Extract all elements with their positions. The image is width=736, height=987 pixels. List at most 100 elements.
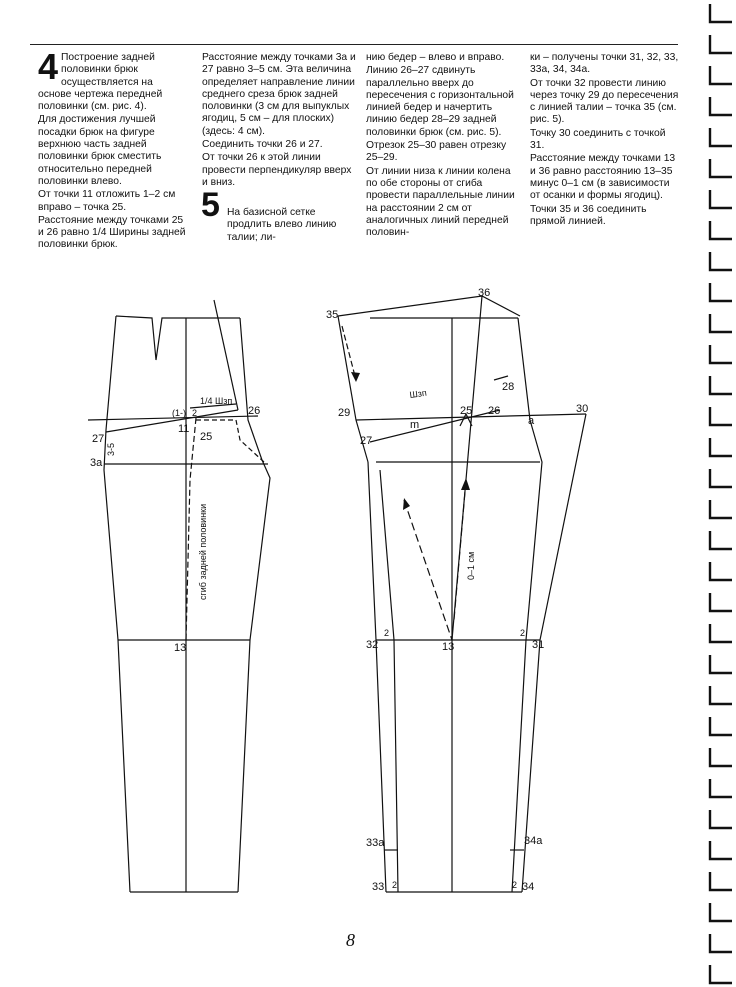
spiral-loop (708, 35, 732, 55)
fig5-dashed-m (403, 499, 453, 641)
fig5-label-36: 36 (478, 287, 490, 299)
fig4-dashed-inner (185, 417, 197, 641)
fig5-front-right (511, 317, 543, 893)
spiral-loop (708, 934, 732, 954)
paragraph: От точки 11 отложить 1–2 см вправо – точ… (38, 189, 176, 213)
fig5-label-2-left: 2 (384, 628, 389, 638)
fig5-mark-28 (493, 375, 509, 381)
fig4-label-minus: (1-) (172, 408, 186, 418)
fig5-label-a: a (528, 415, 535, 427)
arrowhead-icon (403, 498, 410, 510)
paragraph: Линию 26–27 сдвинуть параллельно вверх д… (366, 65, 514, 138)
paragraph: От точки 32 провести линию через точку 2… (530, 77, 679, 126)
paragraph: Точки 35 и 36 соединить прямой линией. (530, 203, 647, 227)
fig4-label-25: 25 (200, 431, 212, 443)
fig4-dashed-seat (196, 419, 265, 463)
spiral-loop (708, 531, 732, 551)
paragraph: Расстояние между точками 3а и 27 равно 3… (202, 52, 356, 137)
fig5-label-30: 30 (576, 403, 588, 415)
fig5-label-31: 31 (532, 639, 544, 651)
text-column-2: Расстояние между точками 3а и 27 равно 3… (202, 52, 356, 190)
text-column-4: ки – получены точки 31, 32, 33, 33а, 34,… (530, 52, 680, 229)
spiral-loop (708, 407, 732, 427)
fig5-label-27: 27 (360, 435, 372, 447)
spiral-loop (708, 500, 732, 520)
spiral-loop (708, 810, 732, 830)
figure-4-trouser-pattern (87, 299, 271, 893)
spiral-loop (708, 159, 732, 179)
fig4-fold-label: сгиб задней половинки (198, 504, 208, 600)
fig4-hip-line (87, 415, 259, 421)
spiral-loop (708, 438, 732, 458)
spiral-loop (708, 128, 732, 148)
paragraph: Для достижения лучшей посадки брюк на фи… (38, 114, 162, 187)
fig5-label-13: 13 (442, 641, 454, 653)
fig4-label-11: 11 (178, 423, 189, 435)
spiral-loop (708, 717, 732, 737)
fig5-label-33a: 33а (366, 837, 385, 849)
spiral-loop (708, 655, 732, 675)
spiral-binding (708, 4, 732, 985)
spiral-loop (708, 4, 732, 24)
fig5-label-shift: 0–1 см (466, 552, 476, 580)
spiral-loop (708, 965, 732, 985)
figure-5-labels: 35 36 28 29 25 26 30 27 32 13 31 33а 34а… (326, 287, 588, 893)
fig4-label-quarter: 1/4 Шзп (200, 396, 232, 406)
spiral-loop (708, 376, 732, 396)
step-number-5: 5 (201, 186, 220, 224)
fig4-label-13: 13 (174, 642, 186, 654)
fig4-left-outline (103, 315, 131, 893)
spiral-loop (708, 252, 732, 272)
arrowhead-icon (351, 372, 360, 382)
paragraph: Точку 30 соединить с точкой 31. (530, 127, 666, 152)
fig4-right-outline (237, 317, 271, 893)
paragraph: Соединить точки 26 и 27. (202, 139, 323, 151)
step5-text: На базисной сетке продлить влево линию т… (227, 207, 337, 243)
fig5-front-left (379, 469, 399, 893)
fig5-label-2-hem-right: 2 (512, 880, 517, 890)
fig5-label-32: 32 (366, 639, 378, 651)
header-rule (30, 44, 678, 45)
paragraph: Отрезок 25–30 равен отрезку 25–29. (366, 140, 507, 164)
spiral-loop (708, 469, 732, 489)
figure-5-trouser-pattern (337, 295, 587, 893)
fig4-back-rise (213, 299, 239, 411)
fig4-label-range: 3-5 (106, 443, 116, 456)
fig5-label-2-hem-left: 2 (392, 880, 397, 890)
spiral-loop (708, 872, 732, 892)
fig5-label-26: 26 (488, 405, 500, 417)
spiral-loop (708, 66, 732, 86)
text-column-1: 4 Построение задней половинки брюк осуще… (38, 46, 188, 253)
spiral-loop (708, 283, 732, 303)
spiral-loop (708, 779, 732, 799)
arrowhead-icon (461, 478, 470, 490)
spiral-loop (708, 562, 732, 582)
paragraph: Расстояние между точками 13 и 36 равно р… (530, 153, 676, 202)
fig5-label-33: 33 (372, 881, 384, 893)
spiral-loop (708, 97, 732, 117)
fig5-label-29: 29 (338, 407, 350, 419)
fig5-label-35: 35 (326, 309, 338, 321)
text-column-3: нию бедер – влево и вправо. Линию 26–27 … (366, 52, 520, 240)
fig5-label-28: 28 (502, 381, 514, 393)
fig5-tick-25 (459, 412, 473, 427)
step-number-4: 4 (38, 46, 59, 87)
fig4-quarter-bracket (189, 403, 237, 409)
spiral-loop (708, 748, 732, 768)
fig5-inseam-left (367, 461, 387, 893)
fig5-line-27-26 (369, 409, 501, 443)
paragraph: ки – получены точки 31, 32, 33, 33а, 34,… (530, 52, 679, 76)
fig5-label-width: Шзп (409, 388, 428, 400)
spiral-loop (708, 190, 732, 210)
paragraph: нию бедер – влево и вправо. (366, 52, 505, 63)
fig5-label-34: 34 (522, 881, 534, 893)
fig5-label-25: 25 (460, 405, 472, 417)
page-number: 8 (346, 930, 355, 950)
paragraph: Построение задней половинки брюк осущест… (38, 52, 163, 113)
fig4-label-2: 2 (192, 408, 197, 418)
figure-5-arrowheads (351, 372, 470, 510)
fig4-line-26-27 (105, 409, 239, 433)
spiral-loop (708, 314, 732, 334)
